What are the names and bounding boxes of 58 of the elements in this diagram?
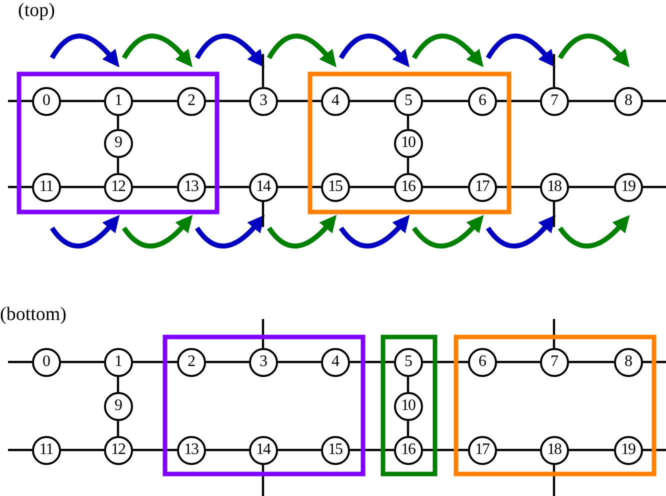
connector-line: [406, 115, 410, 129]
connector-line: [422, 186, 468, 188]
connector-line: [132, 100, 177, 102]
connector-line: [60, 360, 104, 364]
connector-line: [642, 448, 666, 452]
connector-line: [552, 54, 556, 87]
connector-line: [8, 186, 32, 188]
connector-line: [205, 360, 249, 364]
connector-line: [132, 448, 177, 452]
connector-line: [8, 360, 32, 364]
connector-line: [132, 186, 177, 188]
connector-line: [552, 201, 556, 227]
connector-line: [349, 360, 394, 364]
connector-line: [60, 186, 104, 188]
connector-line: [349, 186, 394, 188]
connector-line: [205, 100, 249, 102]
connector-line: [496, 360, 540, 364]
connector-line: [60, 100, 104, 102]
panel-label: (top): [18, 1, 55, 20]
connector-line: [406, 157, 410, 173]
connector-line: [277, 100, 321, 102]
connector-line: [642, 186, 666, 188]
connector-line: [406, 420, 410, 436]
connector-line: [262, 319, 264, 348]
connector-line: [262, 54, 264, 87]
connector-line: [568, 100, 614, 102]
connector-line: [262, 201, 264, 227]
connector-line: [496, 448, 540, 452]
connector-line: [642, 360, 666, 364]
connector-line: [552, 464, 556, 496]
panel-label: (bottom): [0, 305, 66, 324]
connector-line: [349, 448, 394, 452]
connector-line: [8, 448, 32, 452]
connector-line: [422, 360, 468, 364]
connector-line: [8, 100, 32, 102]
connector-line: [552, 319, 556, 348]
connector-line: [568, 448, 614, 452]
connector-line: [262, 464, 264, 496]
connector-line: [116, 376, 120, 392]
connector-line: [568, 360, 614, 364]
connector-line: [277, 448, 321, 452]
connector-line: [422, 448, 468, 452]
connector-line: [422, 100, 468, 102]
connector-line: [496, 186, 540, 188]
connector-line: [406, 376, 410, 392]
connector-line: [205, 448, 249, 452]
connector-line: [349, 100, 394, 102]
connector-line: [132, 360, 177, 364]
connector-line: [496, 100, 540, 102]
connector-line: [60, 448, 104, 452]
connector-line: [642, 100, 666, 102]
connector-line: [205, 186, 249, 188]
connector-line: [116, 157, 120, 173]
connector-line: [568, 186, 614, 188]
connector-line: [277, 186, 321, 188]
connector-line: [277, 360, 321, 364]
connector-line: [116, 420, 120, 436]
connector-line: [116, 115, 120, 129]
